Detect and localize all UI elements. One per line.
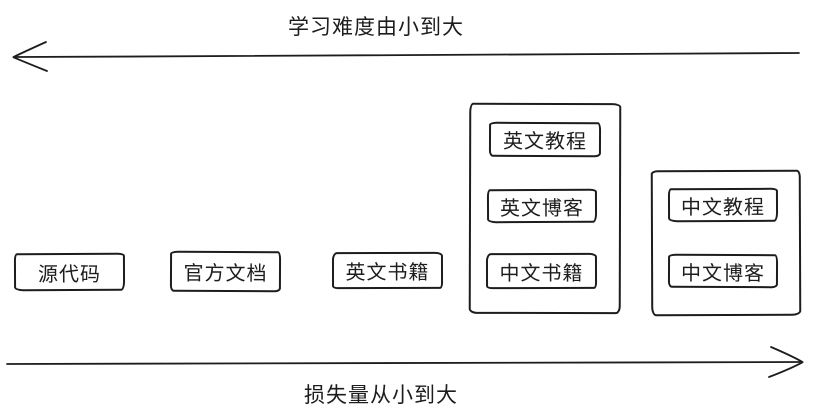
node-label: 源代码 [37,263,102,286]
node-label: 官方文档 [183,262,268,286]
left-arrow [12,41,800,72]
node-label: 中文书籍 [499,262,584,285]
node-chinese-tutorials: 中文教程 [667,187,779,223]
node-label: 英文书籍 [345,261,430,285]
node-chinese-books: 中文书籍 [485,252,598,290]
node-label: 中文教程 [680,196,766,219]
top-axis-label: 学习难度由小到大 [288,16,464,39]
node-english-blogs: 英文博客 [486,188,598,224]
node-english-tutorials: 英文教程 [488,121,602,158]
node-label: 英文博客 [499,197,585,220]
bottom-axis-label: 损失量从小到大 [304,384,458,407]
node-source-code: 源代码 [13,252,126,292]
node-english-books: 英文书籍 [331,251,444,290]
node-chinese-blogs: 中文博客 [667,253,779,289]
node-official-docs: 官方文档 [169,250,282,293]
node-label: 英文教程 [502,130,588,154]
node-label: 中文博客 [680,262,766,285]
right-arrow [6,346,804,378]
